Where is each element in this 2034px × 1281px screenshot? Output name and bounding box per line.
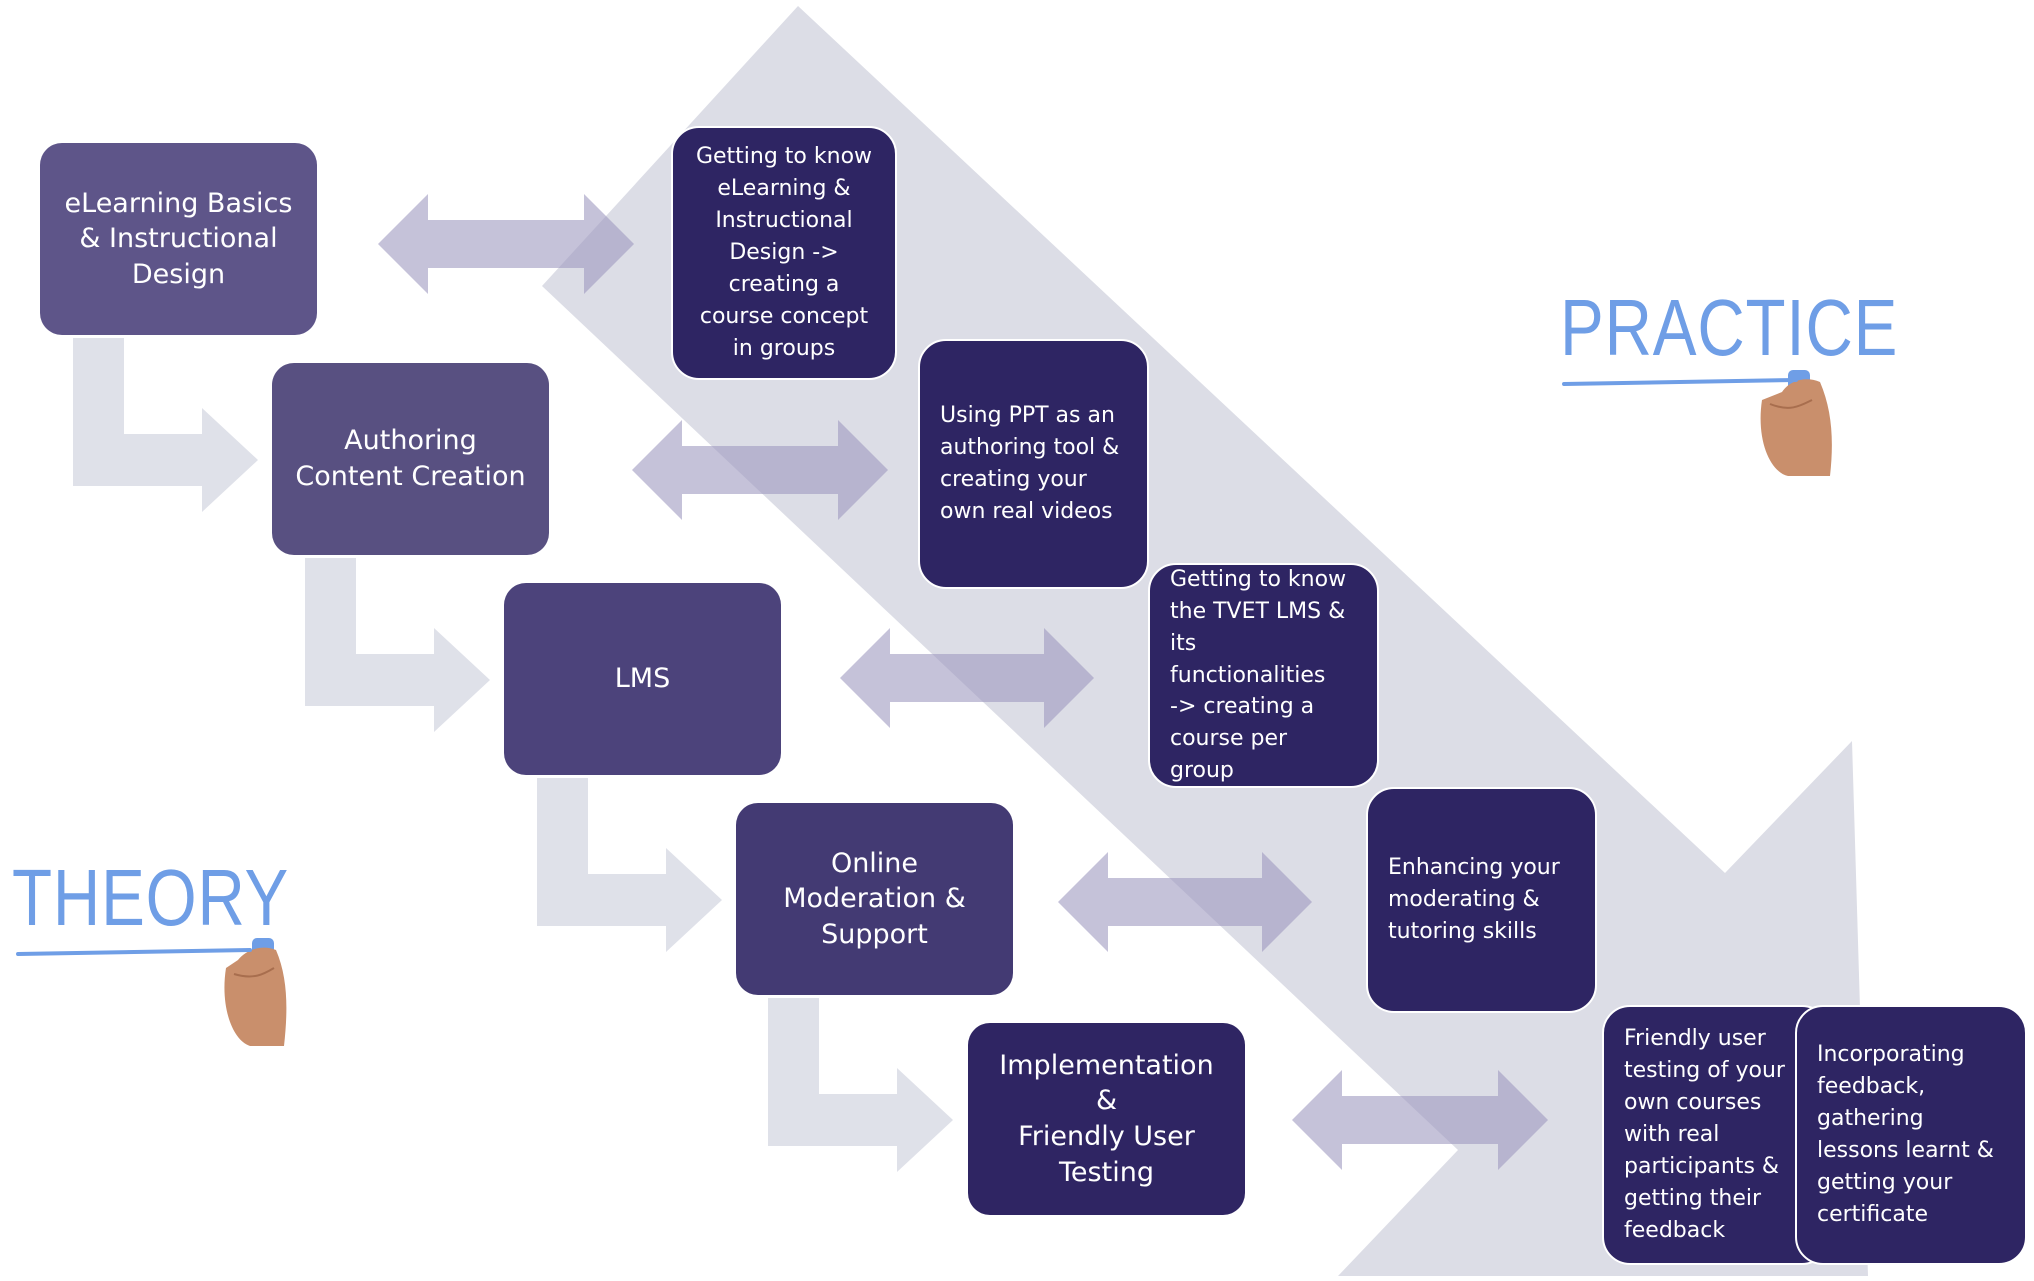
practice-ppt-authoring: Using PPT as an authoring tool & creatin… xyxy=(918,339,1149,589)
hand-holding-marker-icon-practice xyxy=(1760,370,1832,476)
practice-user-testing: Friendly user testing of your own course… xyxy=(1602,1005,1830,1265)
practice-text: Friendly user testing of your own course… xyxy=(1624,1026,1785,1243)
practice-text: Getting to know eLearning & Instructiona… xyxy=(695,144,873,361)
practice-text: Using PPT as an authoring tool & creatin… xyxy=(940,403,1120,524)
practice-text: Incorporating feedback, gathering lesson… xyxy=(1817,1042,1994,1227)
double-arrow-4 xyxy=(1058,852,1312,952)
step-label: Online Moderation & Support xyxy=(783,847,966,950)
step-label: Implementation & Friendly User Testing xyxy=(999,1049,1214,1188)
step-online-moderation: Online Moderation & Support xyxy=(736,803,1013,995)
connector-arrow-1 xyxy=(73,338,258,512)
step-authoring-content-creation: Authoring Content Creation xyxy=(272,363,549,555)
double-arrow-5 xyxy=(1292,1070,1548,1170)
practice-text: Enhancing your moderating & tutoring ski… xyxy=(1388,855,1560,944)
step-label: Authoring Content Creation xyxy=(295,425,526,492)
step-lms: LMS xyxy=(504,583,781,775)
connector-arrow-3 xyxy=(537,778,722,952)
theory-label: THEORY xyxy=(12,853,290,942)
practice-elearning-concept: Getting to know eLearning & Instructiona… xyxy=(671,126,897,380)
step-label: LMS xyxy=(614,663,671,695)
practice-text: Getting to know the TVET LMS & its funct… xyxy=(1170,566,1347,784)
double-arrow-3 xyxy=(840,628,1094,728)
step-label: eLearning Basics & Instructional Design xyxy=(64,187,293,290)
connector-arrow-2 xyxy=(305,558,490,732)
practice-moderating-skills: Enhancing your moderating & tutoring ski… xyxy=(1366,787,1597,1013)
practice-tvet-lms: Getting to know the TVET LMS & its funct… xyxy=(1148,563,1379,788)
connector-arrow-4 xyxy=(768,998,953,1172)
step-implementation-testing: Implementation & Friendly User Testing xyxy=(968,1023,1245,1215)
double-arrow-1 xyxy=(378,194,634,294)
step-elearning-basics: eLearning Basics & Instructional Design xyxy=(40,143,317,335)
practice-label: PRACTICE xyxy=(1560,283,1899,372)
hand-holding-marker-icon-theory xyxy=(224,938,287,1046)
double-arrow-2 xyxy=(632,420,888,520)
practice-feedback-certificate: Incorporating feedback, gathering lesson… xyxy=(1795,1005,2027,1265)
